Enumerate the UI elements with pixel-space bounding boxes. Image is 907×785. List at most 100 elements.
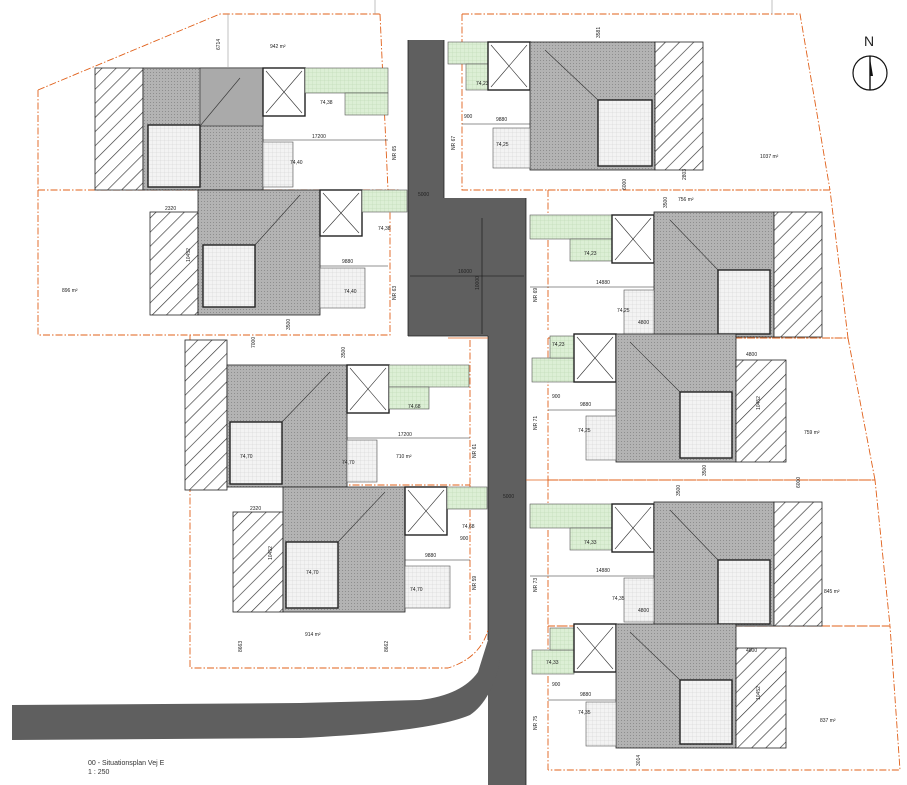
terrace-2 [388,386,430,410]
dim-side: 2320 [250,506,261,512]
elevation-2: 74,70 [240,454,253,460]
elevation: 74,38 [320,100,333,106]
plot-number: NR 67 [451,136,457,150]
courtyard [717,559,771,625]
courtyard [679,679,733,745]
elevation-2: 74,40 [344,289,357,295]
dim-width: 14880 [596,568,610,574]
courtyard [679,391,733,459]
road-dim-square2: 10000 [475,276,481,290]
dim-width: 9880 [580,692,591,698]
courtyard [717,269,771,335]
elevation: 74,33 [584,540,597,546]
dim-width: 9880 [580,402,591,408]
plot-number: NR 63 [392,286,398,300]
hatched-strip [654,41,704,171]
garden [623,577,655,623]
dim-depth: 10452 [756,396,762,410]
plot-area: 756 m² [678,197,694,203]
dim-gap: 3500 [286,319,292,330]
plot-area: 759 m² [804,430,820,436]
terrace [529,503,613,529]
elevation: 74,33 [546,660,559,666]
dim-gap: 3500 [702,465,708,476]
courtyard [229,421,283,485]
terrace [529,214,613,240]
hatched-strip [773,211,823,338]
garden [623,289,655,335]
plot-area: 914 m² [305,632,321,638]
road-turning-square [408,198,526,336]
garden [262,141,294,188]
road-dim-square: 16000 [458,269,472,275]
dim-north: 3581 [596,27,602,38]
plot-area: 845 m² [824,589,840,595]
elevation-2: 74,25 [496,142,509,148]
drawing-scale: 1 : 250 [88,769,110,776]
plot-area: 1037 m² [760,154,779,160]
dim-width: 17200 [398,432,412,438]
hatched-strip [773,501,823,627]
drawing-title: 00 - Situationsplan Vej E [88,760,165,767]
plot-number: NR 73 [533,578,539,592]
garden [492,127,531,169]
courtyard [202,244,256,308]
elevation-3: 74,70 [410,587,423,593]
dim-south-1: 8663 [238,641,244,652]
elevation-2: 74,25 [617,308,630,314]
dim-south: 3014 [636,755,642,766]
hatched-strip [149,211,199,316]
elevation: 74,38 [378,226,391,232]
house-nr61: 17200 7000 3500 74,68 74,70 74,70 710 m²… [184,337,478,491]
plot-number: NR 75 [533,716,539,730]
dim-gap: 3500 [663,197,669,208]
dim-small: 4800 [638,320,649,326]
elevation: 74,23 [552,342,565,348]
elevation: 74,68 [462,524,475,530]
hatched-strip [232,511,284,613]
courtyard [597,99,653,167]
dim-gap: 3500 [676,485,682,496]
house-nr71: 9880 900 4800 10452 3500 74,23 74,25 759… [531,333,820,476]
elevation-2: 74,40 [290,160,303,166]
terrace-2 [569,238,613,262]
dim-depth: 10452 [756,686,762,700]
elevation: 74,23 [584,251,597,257]
dim-gap: 3500 [341,347,347,358]
terrace [446,486,488,510]
garden [346,439,378,483]
plot-area: 896 m² [62,288,78,294]
dim-small: 900 [464,114,473,120]
plot-number: NR 65 [392,146,398,160]
house-nr63: 9880 2320 10452 3500 74,38 74,40 896 m² … [62,189,408,330]
dim-south-2: 8662 [384,641,390,652]
elevation-2: 74,25 [578,428,591,434]
hatched-strip [735,647,787,749]
drawing-caption: 00 - Situationsplan Vej E 1 : 250 [88,759,164,777]
terrace [361,189,408,213]
elevation-2: 74,70 [306,570,319,576]
house-nr67: 9880 900 3581 2803 74,23 74,25 1037 m² N… [447,27,779,180]
dim-small: 900 [552,682,561,688]
plot-number: NR 61 [472,444,478,458]
dim-width: 9880 [496,117,507,123]
courtyard [285,541,339,609]
house-nr73: 14880 4800 6000 3500 74,33 74,35 845 m² … [529,477,840,627]
hatched-strip [735,359,787,463]
house-nr75: 9880 900 4800 10452 3014 74,33 74,35 837… [531,623,836,766]
dim-depth: 10452 [268,546,274,560]
road-dim-width: 5000 [418,192,429,198]
garden [319,267,366,309]
road-main-south [488,330,526,785]
dim-width: 14880 [596,280,610,286]
hatched-strip [184,339,228,491]
road-dim-width2: 5000 [503,494,514,500]
garden [585,701,617,747]
dim-north: 4800 [746,352,757,358]
plot-area: 710 m² [396,454,412,460]
road-north-stub [408,40,444,200]
north-arrow: N [852,33,888,91]
dim-width: 9880 [425,553,436,559]
road: 16000 10000 5000 5000 [12,40,527,785]
